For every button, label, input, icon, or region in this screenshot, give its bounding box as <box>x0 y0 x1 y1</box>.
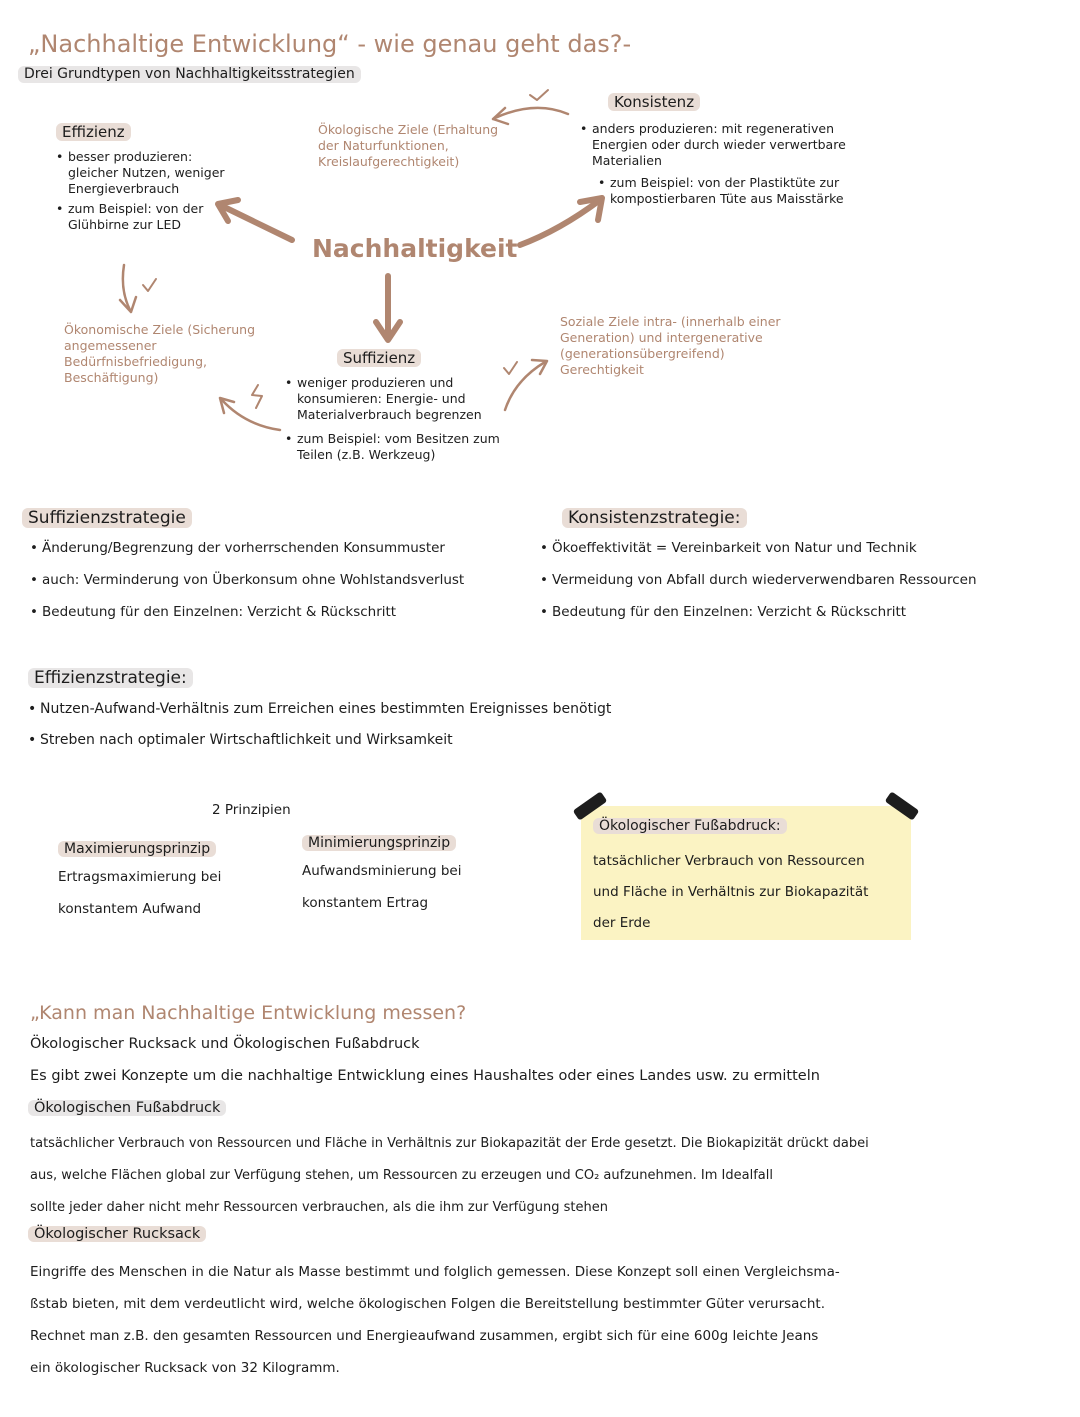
konsistenzstrategie: Konsistenzstrategie: Ökoeffektivität = V… <box>540 508 1075 628</box>
rucksack-line: Rechnet man z.B. den gesamten Ressourcen… <box>30 1328 819 1344</box>
konsistenz-heading: Konsistenz <box>608 93 701 111</box>
fussabdruck-line: aus, welche Flächen global zur Verfügung… <box>30 1168 773 1183</box>
maximierungsprinzip-text: konstantem Aufwand <box>58 901 202 917</box>
fussabdruck-heading: Ökologischen Fußabdruck <box>28 1100 227 1116</box>
suffizienz-heading: Suffizienz <box>337 349 422 367</box>
note-line: der Erde <box>593 915 651 931</box>
konsistenzstrategie-bullet: Bedeutung für den Einzelnen: Verzicht & … <box>540 596 1075 628</box>
suffizienzstrategie-heading: Suffizienzstrategie <box>22 508 192 528</box>
maximierungsprinzip-heading: Maximierungsprinzip <box>58 841 217 857</box>
note-heading: Ökologischer Fußabdruck: <box>593 818 787 834</box>
rucksack-heading: Ökologischer Rucksack <box>28 1226 207 1242</box>
rucksack-line: Eingriffe des Menschen in die Natur als … <box>30 1264 840 1280</box>
note-line: und Fläche in Verhältnis zur Biokapazitä… <box>593 884 869 900</box>
page-subtitle: Drei Grundtypen von Nachhaltigkeitsstrat… <box>18 66 361 83</box>
rucksack-line: ßstab bieten, mit dem verdeutlicht wird,… <box>30 1296 825 1312</box>
effizienz-heading: Effizienz <box>56 123 131 141</box>
effizienzstrategie-bullet: Streben nach optimaler Wirtschaftlichkei… <box>28 725 928 756</box>
suffizienz-bullet: weniger produzieren und konsumieren: Ene… <box>285 375 515 423</box>
soziale-ziele: Soziale Ziele intra- (innerhalb einer Ge… <box>560 314 781 377</box>
note-line: tatsächlicher Verbrauch von Ressourcen <box>593 853 865 869</box>
konsistenzstrategie-bullet: Vermeidung von Abfall durch wiederverwen… <box>540 564 1075 596</box>
page-title: „Nachhaltige Entwicklung“ - wie genau ge… <box>28 30 632 58</box>
minimierungsprinzip-text: konstantem Ertrag <box>302 895 429 911</box>
suffizienzstrategie-bullet: auch: Verminderung von Überkonsum ohne W… <box>30 564 532 596</box>
arrow-suffizienz-oekonomie <box>220 398 282 432</box>
konsistenz-block: Konsistenz anders produzieren: mit regen… <box>580 92 860 207</box>
section2-title: „Kann man Nachhaltige Entwicklung messen… <box>30 1002 467 1024</box>
rucksack-line: ein ökologischer Rucksack von 32 Kilogra… <box>30 1360 340 1376</box>
suffizienz-bullet: zum Beispiel: vom Besitzen zum Teilen (z… <box>285 431 515 463</box>
minimierungsprinzip-text: Aufwandsminierung bei <box>302 863 462 879</box>
oekologische-ziele: Ökologische Ziele (Erhaltung der Naturfu… <box>318 122 499 169</box>
minimierungsprinzip-heading: Minimierungsprinzip <box>302 835 457 851</box>
suffizienzstrategie-bullet: Änderung/Begrenzung der vorherrschenden … <box>30 532 532 564</box>
effizienz-bullet: besser produzieren: gleicher Nutzen, wen… <box>56 149 246 197</box>
fussabdruck-line: sollte jeder daher nicht mehr Ressourcen… <box>30 1200 608 1215</box>
prinzipien-heading: 2 Prinzipien <box>212 802 291 818</box>
konsistenz-bullet: anders produzieren: mit regenerativen En… <box>580 121 860 169</box>
effizienzstrategie-bullet: Nutzen-Aufwand-Verhältnis zum Erreichen … <box>28 694 928 725</box>
fussabdruck-line: tatsächlicher Verbrauch von Ressourcen u… <box>30 1136 869 1151</box>
effizienzstrategie-heading: Effizienzstrategie: <box>28 668 193 688</box>
section2-intro: Es gibt zwei Konzepte um die nachhaltige… <box>30 1068 820 1084</box>
suffizienz-block: Suffizienz weniger produzieren und konsu… <box>285 348 515 463</box>
maximierungsprinzip: Maximierungsprinzip Ertragsmaximierung b… <box>58 838 298 925</box>
effizienz-block: Effizienz besser produzieren: gleicher N… <box>56 122 246 233</box>
minimierungsprinzip: Minimierungsprinzip Aufwandsminierung be… <box>302 832 542 919</box>
suffizienzstrategie: Suffizienzstrategie Änderung/Begrenzung … <box>22 508 532 628</box>
effizienzstrategie: Effizienzstrategie: Nutzen-Aufwand-Verhä… <box>28 668 928 756</box>
oekonomische-ziele: Ökonomische Ziele (Sicherung angemessene… <box>64 322 256 385</box>
rucksack-text: Eingriffe des Menschen in die Natur als … <box>30 1256 1070 1384</box>
suffizienzstrategie-bullet: Bedeutung für den Einzelnen: Verzicht & … <box>30 596 532 628</box>
konsistenzstrategie-heading: Konsistenzstrategie: <box>562 508 747 528</box>
fussabdruck-text: tatsächlicher Verbrauch von Ressourcen u… <box>30 1128 1070 1224</box>
konsistenzstrategie-bullet: Ökoeffektivität = Vereinbarkeit von Natu… <box>540 532 1075 564</box>
arrow-konsistenz-oekoziele <box>493 106 570 120</box>
diagram-center: Nachhaltigkeit <box>312 234 518 263</box>
section2-subtitle: Ökologischer Rucksack und Ökologischen F… <box>30 1036 420 1052</box>
sticky-note: Ökologischer Fußabdruck: tatsächlicher V… <box>572 791 920 940</box>
effizienz-bullet: zum Beispiel: von der Glühbirne zur LED <box>56 201 246 233</box>
arrow-to-konsistenz <box>517 197 603 248</box>
maximierungsprinzip-text: Ertragsmaximierung bei <box>58 869 222 885</box>
konsistenz-bullet: zum Beispiel: von der Plastiktüte zur ko… <box>598 175 860 207</box>
arrow-effizienz-oekonomie <box>121 263 132 312</box>
